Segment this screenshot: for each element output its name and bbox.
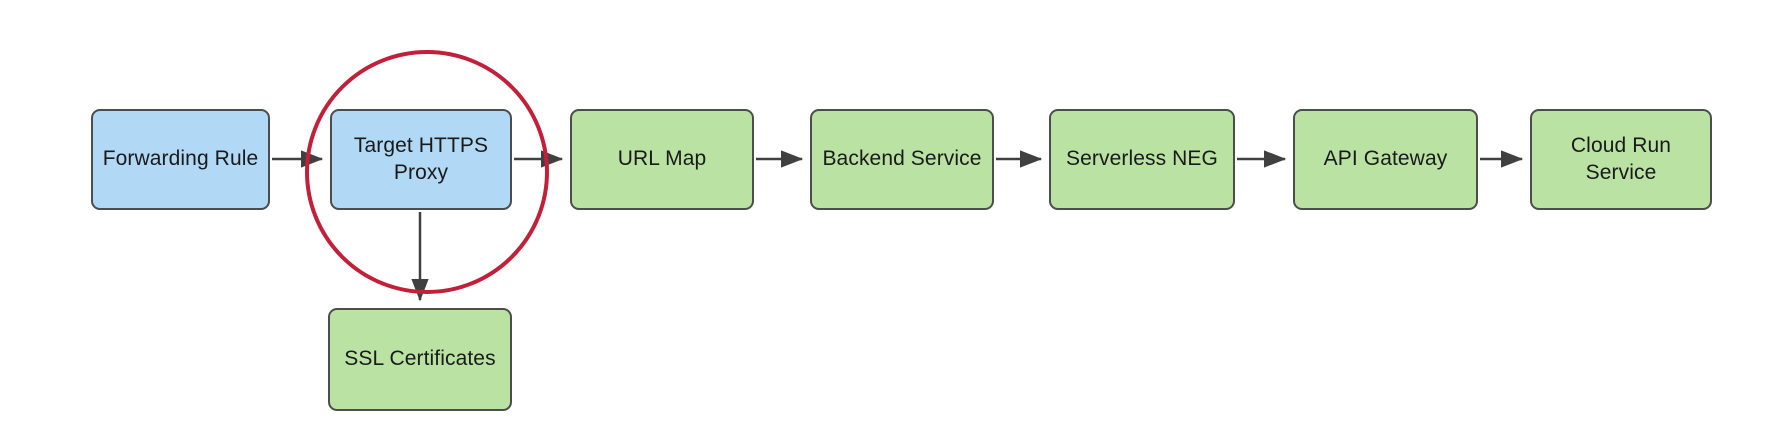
node-label-api-gateway: API Gateway <box>1323 147 1448 171</box>
node-label-forwarding-rule: Forwarding Rule <box>102 147 259 171</box>
node-cloud-run-service[interactable]: Cloud Run Service <box>1530 109 1712 210</box>
node-label-url-map: URL Map <box>617 147 707 171</box>
node-label-serverless-neg: Serverless NEG <box>1066 147 1218 171</box>
node-label-cloud-run-service: Cloud Run Service <box>1570 133 1672 184</box>
node-label-ssl-certificates: SSL Certificates <box>344 347 496 371</box>
node-forwarding-rule[interactable]: Forwarding Rule <box>91 109 270 210</box>
node-label-backend-service: Backend Service <box>822 147 982 171</box>
node-ssl-certificates[interactable]: SSL Certificates <box>328 308 512 411</box>
node-label-target-https-proxy: Target HTTPS Proxy <box>353 133 489 184</box>
node-url-map[interactable]: URL Map <box>570 109 754 210</box>
node-target-https-proxy[interactable]: Target HTTPS Proxy <box>330 109 512 210</box>
node-api-gateway[interactable]: API Gateway <box>1293 109 1478 210</box>
node-backend-service[interactable]: Backend Service <box>810 109 994 210</box>
node-serverless-neg[interactable]: Serverless NEG <box>1049 109 1235 210</box>
highlight-circle-target-https-proxy <box>305 50 549 294</box>
